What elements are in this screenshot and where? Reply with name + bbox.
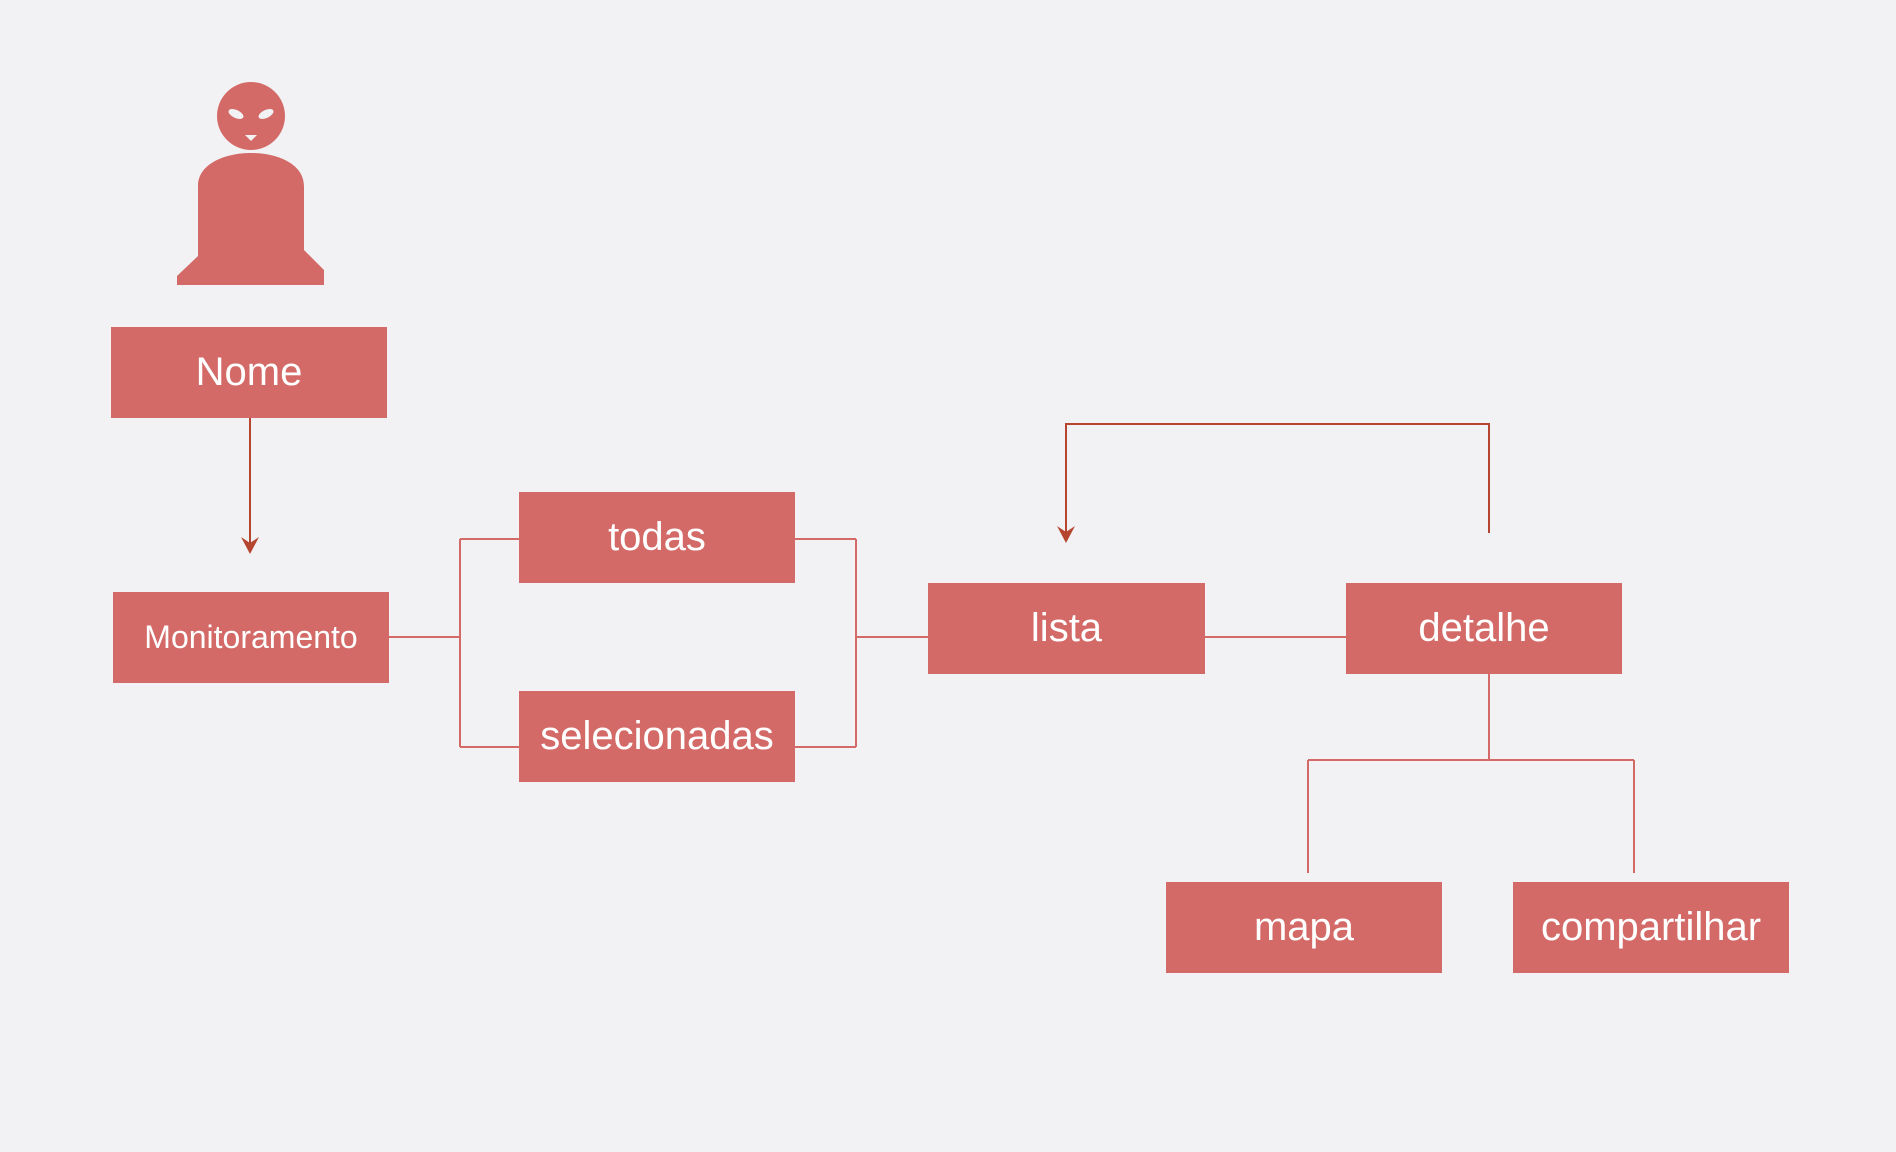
- person-head: [217, 82, 285, 150]
- node-mapa: mapa: [1166, 882, 1442, 973]
- node-nome: Nome: [111, 327, 387, 418]
- node-selecionadas: selecionadas: [519, 691, 795, 782]
- arrow-detalhe-lista: [1065, 423, 1490, 537]
- node-todas: todas: [519, 492, 795, 583]
- person-body: [177, 153, 324, 285]
- arrowhead-nome-monitoramento: [241, 537, 259, 554]
- person-face: [228, 109, 274, 141]
- node-compartilhar: compartilhar: [1513, 882, 1789, 973]
- person-icon: [177, 82, 324, 285]
- node-lista: lista: [928, 583, 1205, 674]
- node-monitoramento: Monitoramento: [113, 592, 389, 683]
- connectors: [389, 538, 1635, 873]
- arrowhead-detalhe-lista: [1057, 526, 1075, 543]
- node-detalhe: detalhe: [1346, 583, 1622, 674]
- arrows: [241, 418, 1490, 554]
